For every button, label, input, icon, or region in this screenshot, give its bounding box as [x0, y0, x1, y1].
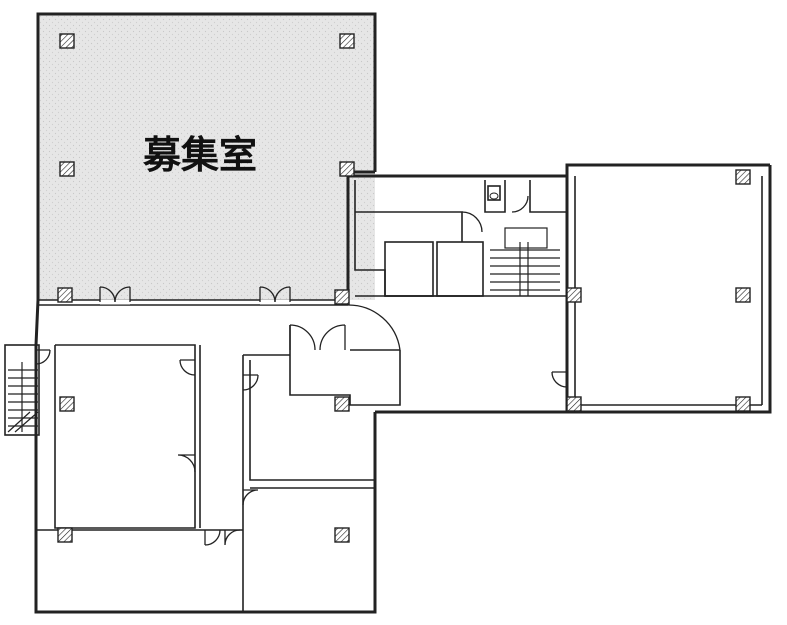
column-marker — [566, 396, 582, 412]
vacant-room-label: 募集室 — [143, 133, 257, 177]
column-marker — [59, 396, 75, 412]
column-marker — [59, 33, 75, 49]
column-marker — [57, 287, 73, 303]
column-marker — [334, 527, 350, 543]
column-marker — [339, 161, 355, 177]
west-stair — [7, 362, 39, 433]
toilet-icon — [487, 185, 501, 201]
outer-walls — [4, 163, 772, 614]
column-marker — [59, 161, 75, 177]
columns — [57, 33, 751, 543]
column-marker — [735, 396, 751, 412]
vacant-room[interactable]: 募集室 — [36, 12, 377, 300]
core-stair — [490, 227, 560, 296]
column-marker — [57, 527, 73, 543]
column-marker — [334, 289, 350, 305]
interior-walls — [36, 176, 763, 612]
vacant-room-fill — [38, 14, 375, 300]
column-marker — [735, 169, 751, 185]
column-marker — [334, 396, 350, 412]
column-marker — [566, 287, 582, 303]
column-marker — [735, 287, 751, 303]
doors — [35, 195, 568, 546]
column-marker — [339, 33, 355, 49]
